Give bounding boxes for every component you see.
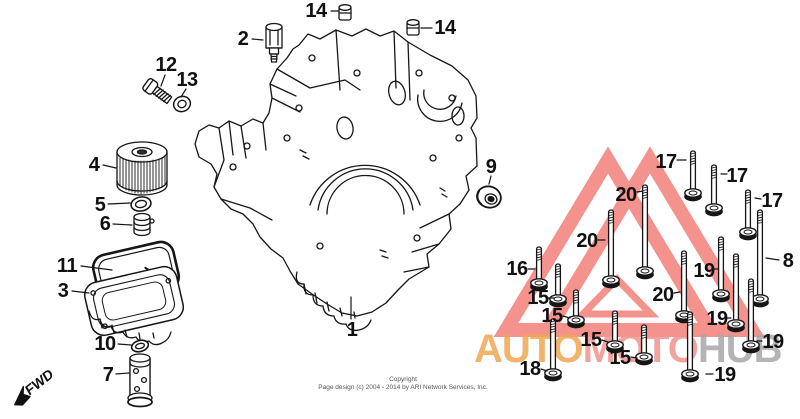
copyright-line2: Page design (c) 2004 - 2014 by ARI Netwo…	[318, 384, 488, 392]
callout-6: 6	[99, 213, 111, 235]
callout-19-c: 19	[762, 331, 784, 353]
callout-5: 5	[94, 194, 106, 216]
callout-13: 13	[176, 69, 198, 91]
watermark-wordmark: AUTOMOTOHUB	[474, 327, 783, 371]
part-4-filter	[116, 141, 168, 196]
bolt-field	[530, 150, 769, 383]
callout-17-a: 17	[655, 151, 677, 173]
copyright-block: Copyright Page design (c) 2004 - 2014 by…	[303, 376, 503, 392]
bolt-19-a	[712, 236, 730, 303]
callout-15-d: 15	[609, 347, 631, 369]
part-10-oring	[130, 339, 150, 353]
bolt-19-d	[681, 311, 699, 383]
callout-15-a: 15	[527, 287, 549, 309]
bolt-20-a	[636, 184, 654, 280]
part-12-bolt	[142, 78, 173, 105]
part-7-strainer	[127, 353, 153, 408]
callout-19-b: 19	[706, 308, 728, 330]
callout-17-c: 17	[761, 190, 783, 212]
callout-16: 16	[506, 258, 528, 280]
bolt-19-c	[742, 278, 760, 354]
watermark-hub: HUB	[697, 327, 783, 371]
bolt-15-b	[567, 289, 585, 329]
leader-lines	[71, 10, 780, 375]
callout-4: 4	[88, 154, 100, 176]
callout-2: 2	[237, 28, 249, 50]
bolt-18	[544, 318, 562, 382]
bolt-16	[530, 246, 548, 292]
callout-20-a: 20	[615, 184, 637, 206]
part-9-grommet	[476, 185, 502, 209]
callout-15-c: 15	[580, 329, 602, 351]
callout-10: 10	[94, 333, 116, 355]
callout-14-left: 14	[305, 0, 327, 22]
callout-12: 12	[155, 54, 177, 76]
bolt-17-b	[705, 164, 723, 217]
bolt-15-c	[606, 310, 624, 354]
bolt-15-a	[549, 263, 567, 308]
crankcase-drawing	[194, 28, 478, 332]
part-5-oring	[130, 196, 152, 212]
callout-3: 3	[57, 280, 69, 302]
part-6-collar	[133, 212, 155, 237]
copyright-line1: Copyright	[389, 376, 417, 383]
callout-17-b: 17	[726, 165, 748, 187]
callout-19-a: 19	[693, 260, 715, 282]
part-14-dowel-left	[338, 4, 352, 21]
part-14-dowel-right	[406, 19, 420, 36]
callout-8: 8	[782, 250, 794, 272]
bolt-17-a	[684, 150, 702, 202]
callout-14-right: 14	[434, 17, 456, 39]
callout-9: 9	[485, 156, 497, 178]
bolt-20-b	[602, 209, 620, 289]
bolt-19-b	[727, 253, 745, 333]
callout-1: 1	[346, 319, 358, 341]
callout-18: 18	[519, 358, 541, 380]
callout-11: 11	[56, 255, 78, 277]
part-2-switch	[265, 22, 283, 63]
logo-triangle-right	[535, 146, 765, 337]
callout-20-c: 20	[652, 284, 674, 306]
callout-15-b: 15	[541, 305, 563, 327]
watermark-auto: AUTO	[474, 327, 584, 371]
bolt-8	[751, 209, 769, 308]
callout-7: 7	[102, 364, 114, 386]
part-3-pan	[83, 265, 185, 346]
part-13-washer	[172, 95, 192, 113]
bolt-20-c	[675, 250, 693, 324]
callout-20-b: 20	[576, 230, 598, 252]
bolt-17-c	[739, 189, 757, 241]
callout-19-d: 19	[714, 364, 736, 386]
bolt-15-d	[635, 324, 653, 366]
